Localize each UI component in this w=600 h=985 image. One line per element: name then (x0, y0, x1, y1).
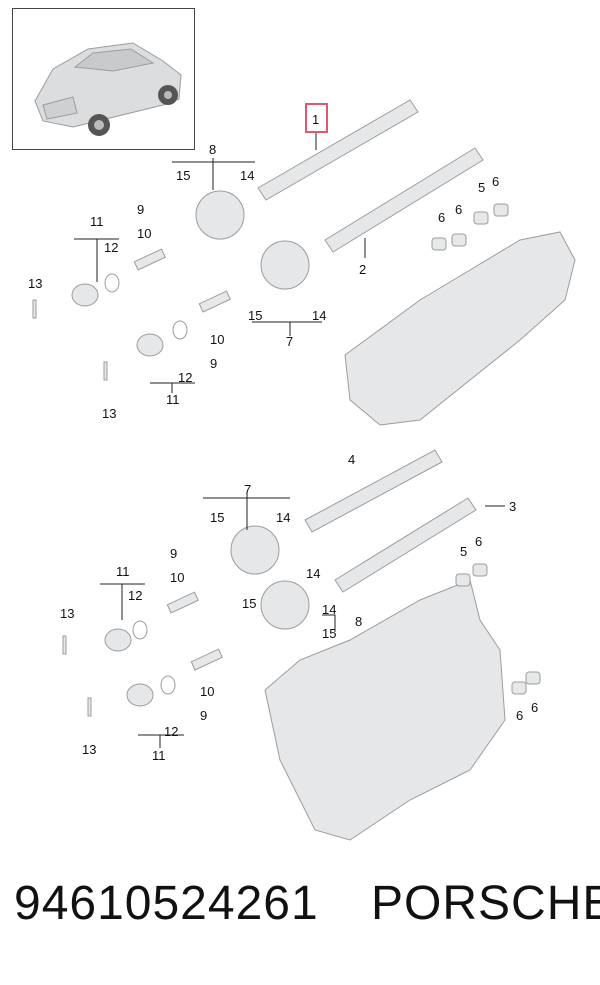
leader-lines (74, 132, 505, 748)
callout-6: 6 (516, 708, 523, 723)
callout-6: 6 (438, 210, 445, 225)
cap-c (473, 211, 489, 225)
callout-12: 12 (128, 588, 142, 603)
callout-1: 1 (312, 112, 319, 127)
callout-12: 12 (178, 370, 192, 385)
callout-15: 15 (248, 308, 262, 323)
callout-10: 10 (170, 570, 184, 585)
callout-13: 13 (82, 742, 96, 757)
brand-name: PORSCHE (371, 877, 600, 930)
callout-6: 6 (531, 700, 538, 715)
callout-14: 14 (240, 168, 254, 183)
camshaft-3 (334, 497, 477, 593)
callout-9: 9 (200, 708, 207, 723)
valve-upper-1 (133, 248, 166, 271)
callout-13: 13 (28, 276, 42, 291)
valve-lower-1 (166, 591, 199, 614)
o-ring-lower-1 (132, 620, 148, 640)
footer: 94610524261 PORSCHE (0, 872, 600, 952)
callout-3: 3 (509, 499, 516, 514)
bolt-upper-1 (32, 299, 37, 319)
actuator-lower-2 (126, 683, 154, 707)
callout-9: 9 (170, 546, 177, 561)
callout-14: 14 (312, 308, 326, 323)
callout-14: 14 (306, 566, 320, 581)
o-ring-upper-2 (172, 320, 188, 340)
bolt-lower-2 (87, 697, 92, 717)
callout-10: 10 (210, 332, 224, 347)
actuator-upper-2 (136, 333, 164, 357)
callout-11: 11 (90, 214, 104, 229)
cap-b (451, 233, 467, 247)
cap-e (455, 573, 471, 587)
callout-12: 12 (164, 724, 178, 739)
callout-15: 15 (322, 626, 336, 641)
callout-2: 2 (359, 262, 366, 277)
callout-6: 6 (475, 534, 482, 549)
cap-h (525, 671, 541, 685)
highlight-box-part-1 (305, 103, 328, 133)
callout-13: 13 (102, 406, 116, 421)
actuator-upper-1 (71, 283, 99, 307)
callout-12: 12 (104, 240, 118, 255)
o-ring-lower-2 (160, 675, 176, 695)
vehicle-thumbnail (34, 42, 182, 136)
callout-5: 5 (478, 180, 485, 195)
sprocket-upper-1 (195, 190, 245, 240)
cylinder-head-lower (264, 579, 506, 841)
o-ring-upper-1 (104, 273, 120, 293)
callout-7: 7 (286, 334, 293, 349)
callout-6: 6 (455, 202, 462, 217)
cylinder-head-upper (344, 231, 576, 426)
camshaft-1 (257, 99, 419, 201)
callout-10: 10 (137, 226, 151, 241)
cap-f (472, 563, 488, 577)
part-number: 94610524261 (14, 877, 319, 930)
callout-8: 8 (355, 614, 362, 629)
cap-a (431, 237, 447, 251)
cap-g (511, 681, 527, 695)
bolt-upper-2 (103, 361, 108, 381)
callout-5: 5 (460, 544, 467, 559)
callout-13: 13 (60, 606, 74, 621)
camshaft-2 (324, 147, 484, 253)
callout-15: 15 (176, 168, 190, 183)
valve-lower-2 (190, 648, 223, 671)
callout-7: 7 (244, 482, 251, 497)
callout-11: 11 (152, 748, 166, 763)
callout-labels: 1 8 15 14 5 6 6 6 9 10 11 12 2 13 15 14 … (28, 112, 538, 763)
sprocket-lower-1 (230, 525, 280, 575)
callout-6: 6 (492, 174, 499, 189)
callout-8: 8 (209, 142, 216, 157)
cap-d (493, 203, 509, 217)
sprocket-lower-2 (260, 580, 310, 630)
callout-11: 11 (116, 564, 130, 579)
vehicle-thumbnail-frame (12, 8, 195, 150)
actuator-lower-1 (104, 628, 132, 652)
callout-9: 9 (137, 202, 144, 217)
valve-upper-2 (198, 290, 231, 313)
callout-4: 4 (348, 452, 355, 467)
callout-11: 11 (166, 392, 180, 407)
callout-14: 14 (276, 510, 290, 525)
callout-15: 15 (242, 596, 256, 611)
callout-10: 10 (200, 684, 214, 699)
callout-14: 14 (322, 602, 336, 617)
bolt-lower-1 (62, 635, 67, 655)
sprocket-upper-2 (260, 240, 310, 290)
callout-15: 15 (210, 510, 224, 525)
callout-9: 9 (210, 356, 217, 371)
camshaft-4 (304, 449, 443, 533)
